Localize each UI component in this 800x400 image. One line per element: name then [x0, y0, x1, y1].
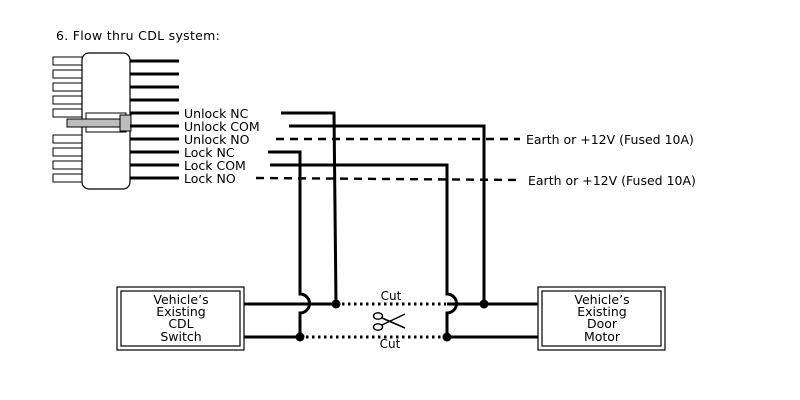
- switch-label-line-1: Vehicle’s: [153, 292, 208, 307]
- wire-lock-nc: [268, 150, 311, 337]
- junction-dot: [479, 299, 489, 309]
- wire-unlock-com: [289, 124, 486, 304]
- wire-unlock-nc: [281, 111, 338, 305]
- relay-connector: [52, 52, 179, 190]
- junction-dot: [295, 332, 305, 342]
- cut-label-bottom: Cut: [380, 337, 401, 351]
- relay-latch: [66, 112, 132, 133]
- wire-lock-no-earth: [255, 176, 523, 182]
- motor-label-line-3: Door: [587, 316, 618, 331]
- scissors-icon: [372, 312, 406, 331]
- pin-labels: Unlock NC Unlock COM Unlock NO Lock NC L…: [184, 106, 260, 186]
- diagram-title: 6. Flow thru CDL system:: [56, 28, 220, 43]
- motor-label-line-2: Existing: [577, 304, 627, 319]
- earth-label-lock: Earth or +12V (Fused 10A): [528, 173, 696, 188]
- junction-dots: [295, 299, 489, 342]
- motor-label-line-4: Motor: [584, 329, 621, 344]
- junction-dot: [442, 332, 452, 342]
- pin-label-unlock-com: Unlock COM: [184, 119, 260, 134]
- switch-label-line-2: Existing: [156, 304, 206, 319]
- door-motor-box: Vehicle’s Existing Door Motor: [537, 286, 666, 351]
- pin-label-lock-no: Lock NO: [184, 171, 236, 186]
- motor-label-line-1: Vehicle’s: [574, 292, 629, 307]
- switch-label-line-3: CDL: [168, 316, 193, 331]
- pin-label-unlock-nc: Unlock NC: [184, 106, 249, 121]
- junction-dot: [331, 299, 341, 309]
- relay-output-wires: [130, 59, 179, 180]
- cut-label-top: Cut: [381, 289, 402, 303]
- pin-label-lock-com: Lock COM: [184, 158, 246, 173]
- pin-label-unlock-no: Unlock NO: [184, 132, 250, 147]
- cdl-switch-box: Vehicle’s Existing CDL Switch: [116, 286, 245, 351]
- wire-lock-com: [270, 163, 458, 337]
- pin-label-lock-nc: Lock NC: [184, 145, 235, 160]
- switch-label-line-4: Switch: [160, 329, 201, 344]
- earth-label-unlock: Earth or +12V (Fused 10A): [526, 132, 694, 147]
